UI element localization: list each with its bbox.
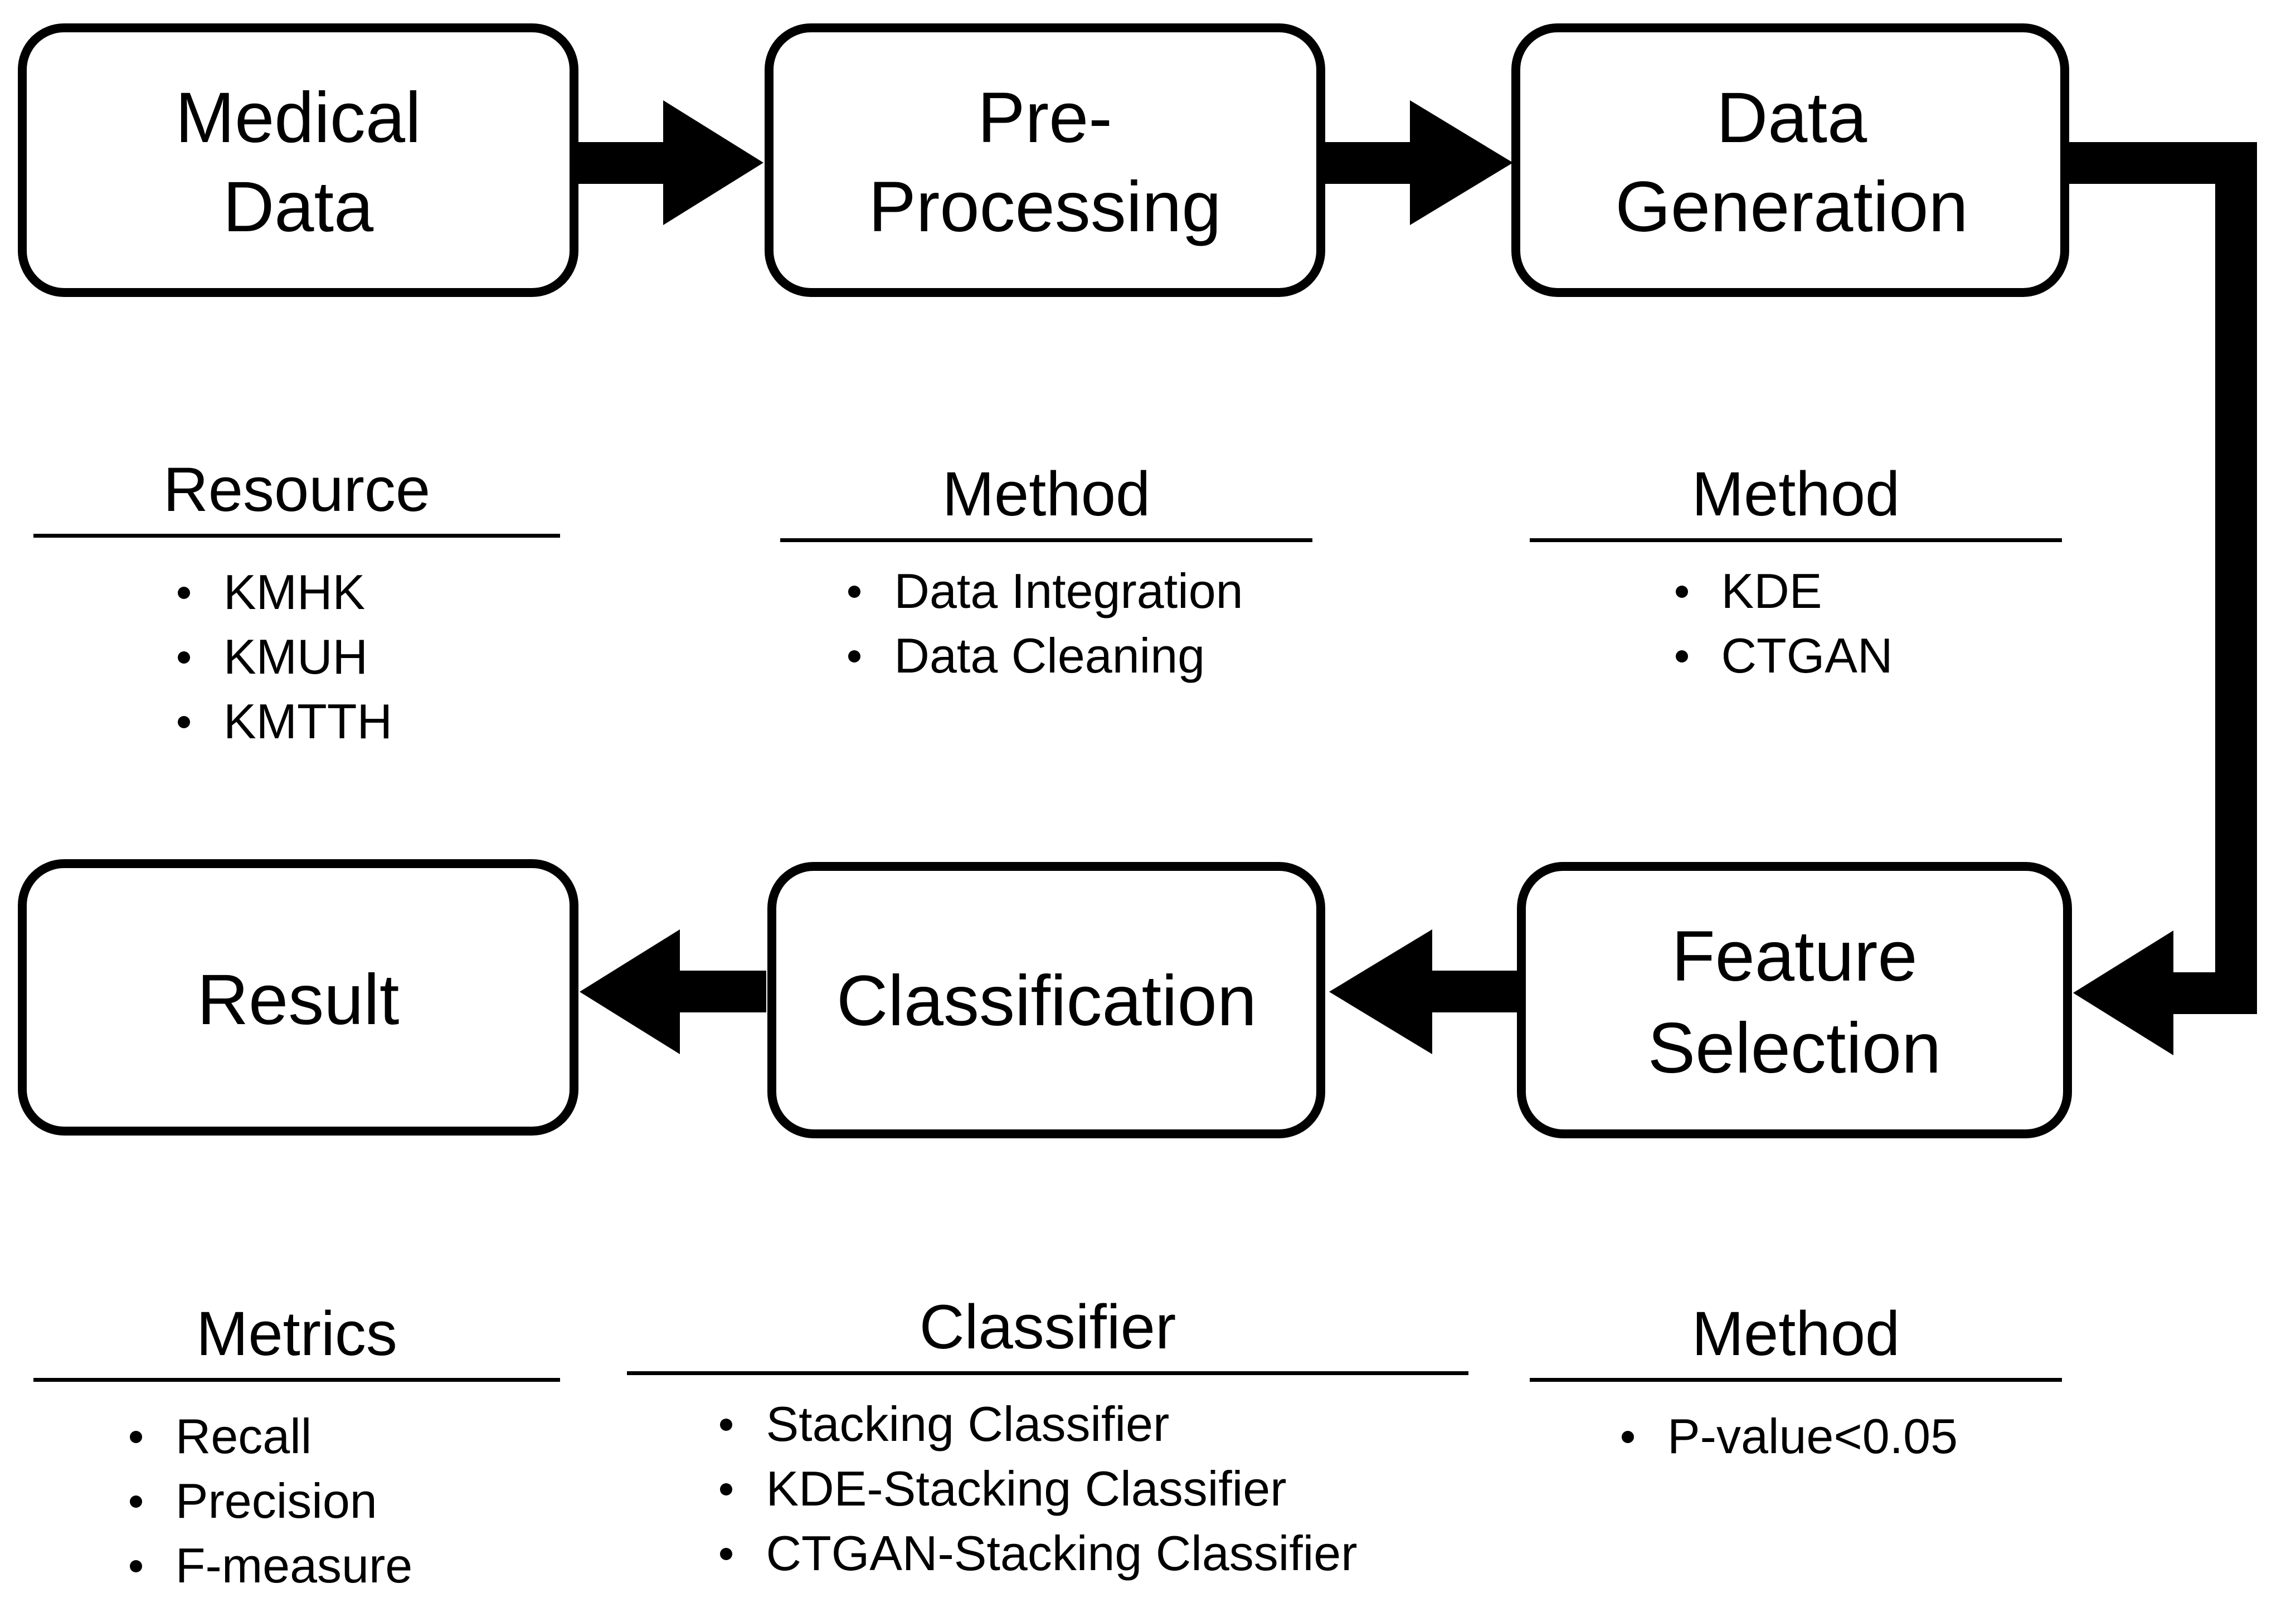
preprocessing-method-list: Data Integration Data Cleaning <box>838 559 1243 688</box>
classifier-item: KDE-Stacking Classifier <box>710 1456 1357 1521</box>
generation-method-item: KDE <box>1666 559 1893 623</box>
classifier-list: Stacking Classifier KDE-Stacking Classif… <box>710 1392 1358 1586</box>
step-data-generation: Data Generation <box>1511 23 2069 297</box>
preprocessing-method-heading: Method <box>780 459 1312 542</box>
generation-method-list: KDE CTGAN <box>1666 559 1893 688</box>
generation-method-section: Method KDE CTGAN <box>1530 459 2062 688</box>
arrow-generation-to-selection <box>2065 142 2257 1055</box>
step-medical-data-label-line-1: Medical <box>175 78 421 158</box>
selection-method-list: P-value<0.05 <box>1612 1404 1958 1469</box>
resource-section: Resource KMHK KMUH KMTTH <box>33 454 560 754</box>
step-data-generation-label-line-2: Generation <box>1615 167 1968 247</box>
metrics-section: Metrics Recall Precision F-measure <box>33 1298 560 1598</box>
step-pre-processing-label-line-2: Processing <box>868 167 1221 247</box>
selection-method-item: P-value<0.05 <box>1612 1404 1958 1469</box>
step-classification-label: Classification <box>836 961 1257 1041</box>
step-result: Result <box>18 859 578 1136</box>
step-pre-processing: Pre- Processing <box>765 23 1325 297</box>
preprocessing-method-item: Data Cleaning <box>838 623 1243 688</box>
metrics-list: Recall Precision F-measure <box>120 1404 412 1598</box>
classifier-item: Stacking Classifier <box>710 1392 1357 1456</box>
classifier-heading: Classifier <box>627 1292 1468 1375</box>
arrow-preprocessing-to-generation <box>1321 100 1513 225</box>
preprocessing-method-item: Data Integration <box>838 559 1243 623</box>
resource-heading: Resource <box>33 454 560 538</box>
arrow-medical-to-preprocessing <box>574 100 763 225</box>
metrics-item: Precision <box>120 1469 412 1533</box>
classifier-item: CTGAN-Stacking Classifier <box>710 1521 1358 1586</box>
step-pre-processing-label-line-1: Pre- <box>977 78 1112 158</box>
generation-method-item: CTGAN <box>1666 623 1893 688</box>
generation-method-heading: Method <box>1530 459 2062 542</box>
step-feature-selection: Feature Selection <box>1517 862 2072 1138</box>
arrow-classification-to-result <box>580 929 766 1054</box>
step-classification: Classification <box>767 862 1325 1138</box>
step-feature-selection-label-line-1: Feature <box>1671 917 1917 996</box>
resource-item: KMUH <box>168 625 392 689</box>
classifier-section: Classifier Stacking Classifier KDE-Stack… <box>627 1292 1468 1586</box>
step-feature-selection-label-line-2: Selection <box>1648 1009 1942 1088</box>
selection-method-heading: Method <box>1530 1298 2062 1382</box>
metrics-item: Recall <box>120 1404 412 1469</box>
metrics-heading: Metrics <box>33 1298 560 1382</box>
metrics-item: F-measure <box>120 1533 412 1598</box>
step-medical-data-label-line-2: Data <box>223 167 374 247</box>
resource-list: KMHK KMUH KMTTH <box>168 560 392 754</box>
resource-item: KMHK <box>168 560 392 625</box>
arrow-selection-to-classification <box>1329 929 1521 1054</box>
preprocessing-method-section: Method Data Integration Data Cleaning <box>780 459 1312 688</box>
step-result-label: Result <box>197 960 400 1040</box>
resource-item: KMTTH <box>168 689 392 754</box>
step-medical-data: Medical Data <box>18 23 578 297</box>
step-data-generation-label-line-1: Data <box>1716 78 1867 158</box>
selection-method-section: Method P-value<0.05 <box>1530 1298 2062 1469</box>
